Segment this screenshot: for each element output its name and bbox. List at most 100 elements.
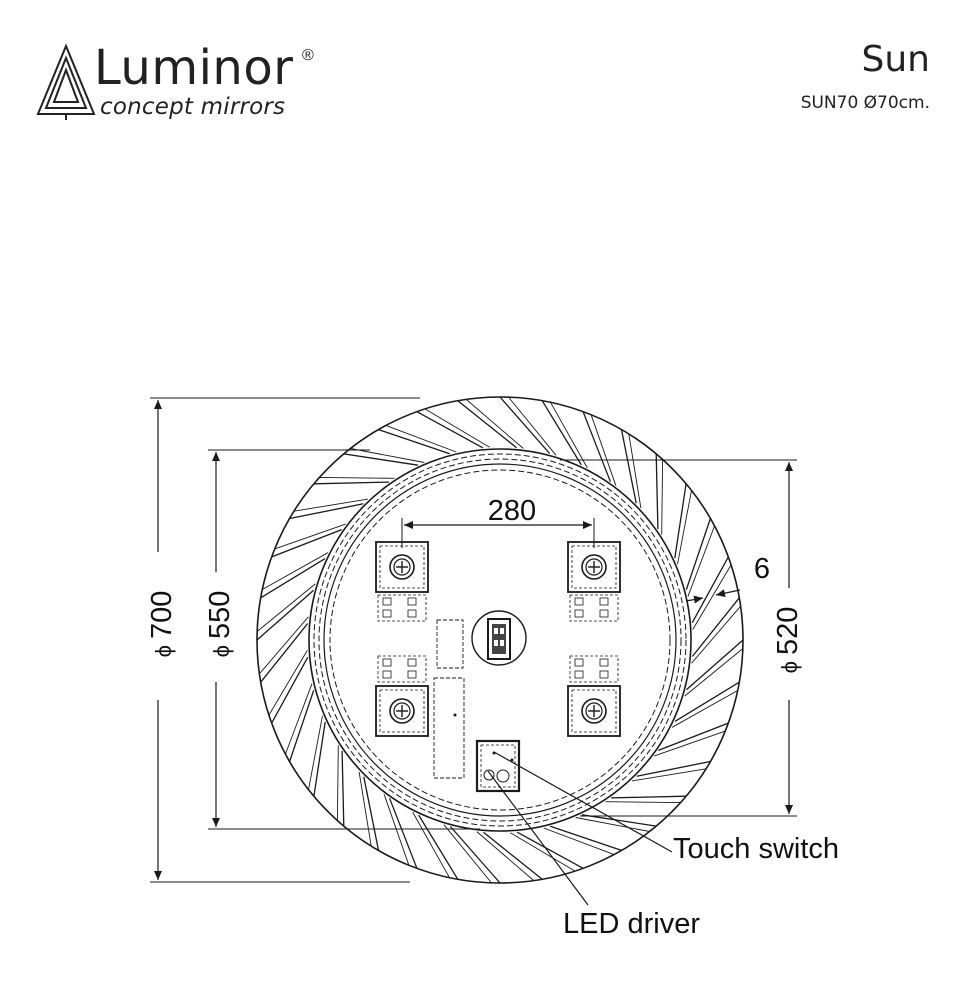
- sun-ray: [550, 825, 622, 852]
- sun-ray: [685, 518, 712, 590]
- sun-ray: [412, 811, 450, 878]
- sun-ray: [256, 589, 314, 641]
- bracket-top-right: [567, 541, 621, 622]
- sun-ray: [671, 690, 738, 728]
- sun-ray: [516, 831, 584, 869]
- sun-ray: [260, 623, 309, 683]
- sun-ray: [677, 490, 692, 565]
- sun-ray: [260, 558, 326, 599]
- sun-ray: [631, 768, 707, 782]
- sun-ray: [654, 730, 726, 757]
- sun-ray: [363, 776, 380, 851]
- registered-mark: ®: [302, 47, 314, 64]
- sun-ray: [424, 408, 490, 448]
- sun-ray: [358, 771, 372, 847]
- sun-ray: [582, 411, 612, 482]
- brand-name: Luminor: [94, 40, 294, 96]
- touch-switch: [471, 610, 527, 666]
- sun-ray: [684, 648, 744, 697]
- sun-ray: [655, 453, 659, 530]
- sun-ray: [636, 760, 711, 777]
- diameter-symbol: ϕ: [209, 645, 234, 657]
- sun-ray: [483, 831, 543, 880]
- sun-ray: [378, 428, 450, 455]
- sun-ray: [674, 483, 687, 559]
- product-subtitle: SUN70 Ø70cm.: [800, 93, 930, 113]
- sun-ray: [319, 476, 395, 479]
- sun-ray: [661, 459, 664, 535]
- sun-ray: [590, 414, 617, 486]
- sun-ray: [288, 690, 315, 762]
- sun-ray: [416, 411, 484, 449]
- sun-ray: [692, 564, 732, 630]
- sun-ray: [687, 525, 716, 597]
- sun-ray: [313, 481, 390, 485]
- sun-ray: [274, 523, 346, 550]
- sun-ray: [605, 801, 681, 804]
- diameter-symbol: ϕ: [777, 661, 802, 673]
- triangle-tree-icon: [36, 43, 96, 120]
- diameter-symbol: ϕ: [151, 645, 176, 657]
- sun-ray: [510, 832, 576, 872]
- sun-ray: [499, 396, 551, 454]
- sun-ray: [550, 402, 588, 469]
- dim-rim-width: 6: [754, 553, 770, 585]
- sun-ray: [581, 814, 657, 827]
- driver-housing: [433, 677, 465, 779]
- brand-logo: Luminor ® concept mirrors: [36, 40, 336, 125]
- sun-ray: [508, 396, 557, 456]
- sun-ray: [691, 597, 740, 657]
- sun-ray: [271, 656, 309, 724]
- sun-ray: [449, 826, 501, 884]
- led-driver-label: LED driver: [563, 908, 700, 940]
- sun-ray: [383, 794, 410, 866]
- sun-ray: [610, 795, 687, 799]
- bracket-bottom-left: [375, 655, 429, 737]
- sun-ray: [674, 681, 740, 722]
- dim-inner-diameter: ϕ 550: [204, 591, 236, 658]
- sun-ray: [543, 827, 615, 856]
- sun-ray: [541, 400, 582, 466]
- touch-switch-leader: [493, 751, 673, 853]
- sun-ray: [620, 429, 637, 504]
- inner-dashed-circle-1: [313, 453, 687, 827]
- bracket-bottom-right: [567, 655, 621, 737]
- sun-ray: [262, 552, 329, 590]
- sun-ray: [476, 831, 535, 881]
- touch-switch-label: Touch switch: [673, 833, 839, 865]
- sun-ray: [289, 503, 364, 520]
- led-driver-leader: [487, 770, 589, 906]
- sun-ray: [457, 400, 517, 449]
- outer-diameter-value: 700: [146, 591, 178, 639]
- sun-ray: [284, 683, 313, 755]
- sun-ray: [388, 798, 418, 869]
- mirror-circle: [323, 463, 677, 817]
- inner-dashed-circle-2: [318, 458, 682, 822]
- sun-ray: [443, 824, 492, 884]
- sun-ray: [465, 399, 524, 449]
- sun-ray: [691, 556, 729, 624]
- inner-diameter-value: 550: [204, 591, 236, 639]
- product-title: Sun: [861, 39, 930, 80]
- sun-ray: [350, 448, 425, 463]
- sun-ray: [658, 722, 729, 752]
- dim-mirror-diameter: ϕ520: [772, 607, 804, 674]
- sun-ray: [293, 498, 369, 512]
- sun-ray: [575, 817, 650, 832]
- sun-ray: [336, 745, 339, 821]
- mirror-dashed-circle: [329, 469, 671, 811]
- sun-ray: [628, 433, 642, 509]
- inner-circle: [308, 448, 692, 832]
- sun-rays: [256, 396, 744, 884]
- sun-ray: [691, 605, 741, 664]
- sun-ray: [313, 721, 326, 797]
- sun-ray: [418, 814, 459, 880]
- dim-outer-diameter: ϕ 700: [146, 591, 178, 658]
- sun-ray: [271, 528, 342, 558]
- sun-ray: [385, 424, 457, 453]
- cable-box-upper: [436, 619, 464, 669]
- sun-ray: [686, 639, 744, 691]
- dim-bracket-spacing: 280: [488, 495, 536, 527]
- sun-ray: [308, 715, 323, 790]
